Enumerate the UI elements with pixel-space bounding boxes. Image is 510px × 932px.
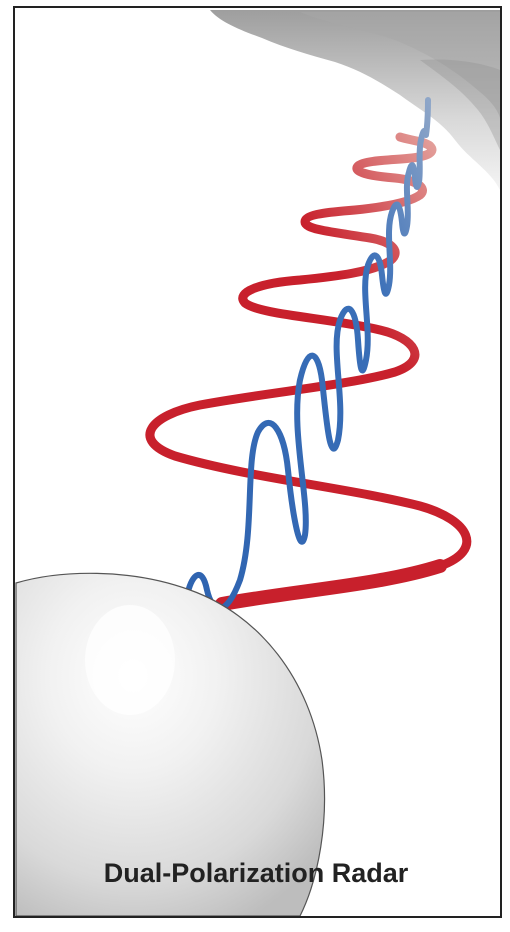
horizontal-polarization-wave: [150, 137, 467, 604]
diagram-caption: Dual-Polarization Radar: [18, 858, 494, 889]
